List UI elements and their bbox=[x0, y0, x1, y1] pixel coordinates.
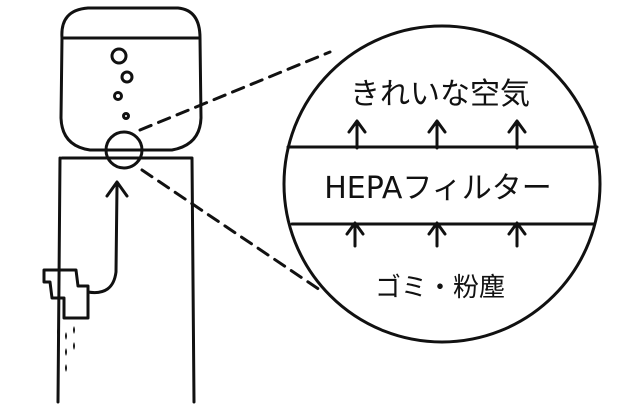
dust-label: ゴミ・粉塵 bbox=[375, 273, 505, 303]
water-bottle bbox=[59, 6, 203, 152]
zoom-connector-bottom bbox=[140, 168, 322, 292]
bubble bbox=[113, 91, 123, 101]
zoom-connector-top bbox=[138, 50, 332, 132]
bubble bbox=[120, 70, 134, 84]
zoom-source-circle bbox=[104, 130, 144, 170]
bubble bbox=[110, 47, 128, 65]
clean-air-arrows bbox=[347, 119, 527, 150]
water-drips bbox=[57, 326, 75, 372]
internal-air-flow-arrowhead bbox=[105, 180, 129, 198]
faucet bbox=[42, 268, 90, 320]
hepa-filter-label: HEPAフィルター bbox=[324, 171, 552, 206]
dust-arrows bbox=[345, 221, 527, 248]
internal-air-flow-line bbox=[86, 184, 119, 295]
bubble bbox=[122, 112, 130, 120]
magnified-view-circle bbox=[282, 24, 602, 344]
clean-air-label: きれいな空気 bbox=[350, 77, 530, 112]
